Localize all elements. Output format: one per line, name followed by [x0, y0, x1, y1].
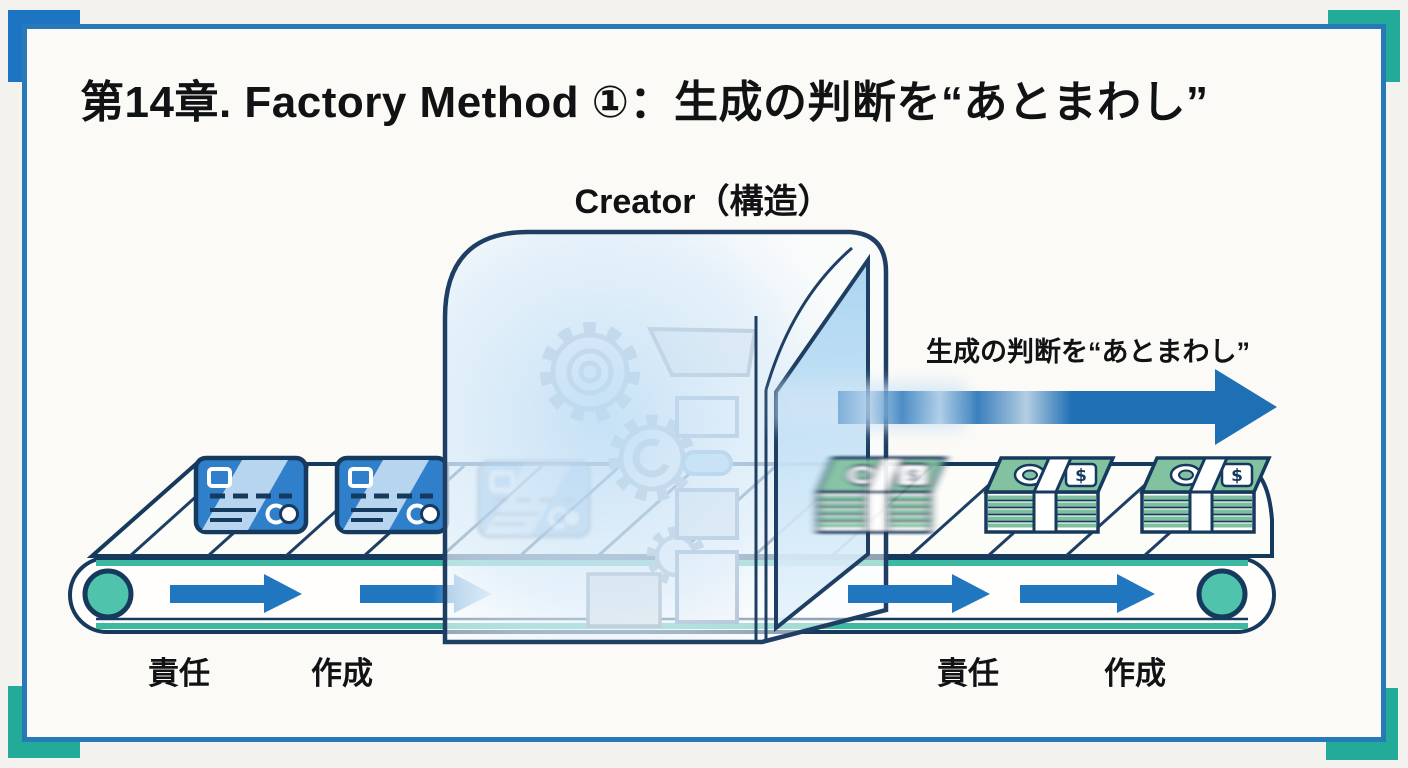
defer-arrow-label: 生成の判断を“あとまわし”: [926, 337, 1250, 367]
machine-label: Creator（構造）: [574, 183, 832, 221]
page-title: 第14章. Factory Method ①：生成の判断を“あとまわし”: [80, 78, 1209, 127]
left-creation-label: 作成: [311, 656, 373, 691]
left-responsibility-label: 責任: [148, 656, 210, 691]
slide-frame: [22, 24, 1386, 742]
right-responsibility-label: 責任: [937, 656, 999, 691]
right-creation-label: 作成: [1104, 656, 1166, 691]
